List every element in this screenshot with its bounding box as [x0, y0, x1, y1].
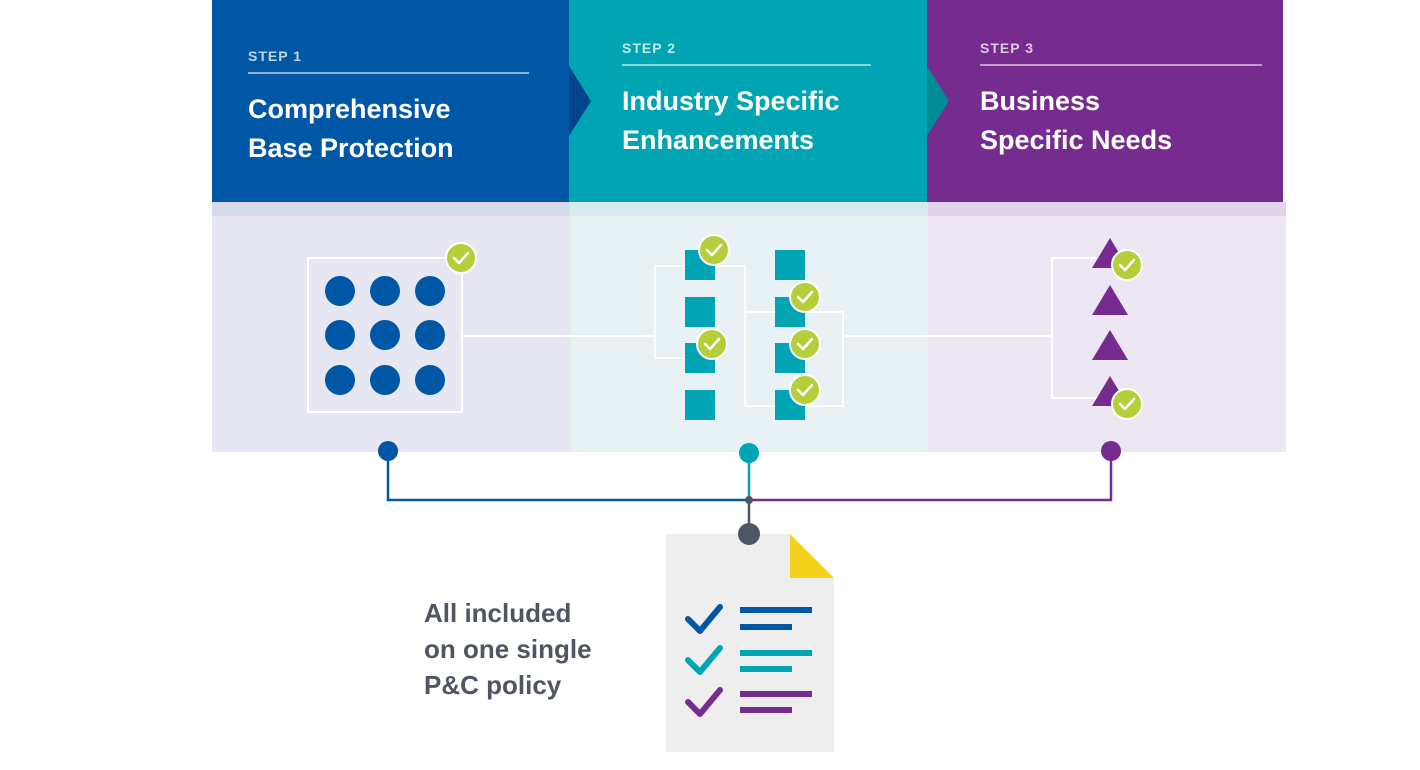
step-2-checkmark-icon-3 — [788, 280, 822, 314]
purple-checkmark-icon — [685, 687, 723, 717]
step-3-panel-band — [928, 202, 1286, 216]
step-3-node — [1101, 441, 1121, 461]
step-1-node — [378, 441, 398, 461]
step-2-checkmark-icon-4 — [788, 327, 822, 361]
step-3-title: Business Specific Needs — [980, 82, 1172, 160]
step-2-title-line-2: Enhancements — [622, 125, 815, 155]
step-1-title-line-2: Base Protection — [248, 133, 454, 163]
step-1-connector-line — [386, 451, 749, 502]
step-1-divider — [248, 72, 529, 74]
step-2-checkmark-icon-2 — [695, 327, 729, 361]
blue-checkmark-icon — [685, 604, 723, 634]
policy-document-icon — [666, 523, 834, 752]
step-3-title-line-2: Specific Needs — [980, 125, 1173, 155]
step-3-title-line-1: Business — [980, 86, 1101, 116]
step-3-header: STEP 3 Business Specific Needs — [927, 0, 1283, 202]
step-2-title-line-1: Industry Specific — [622, 86, 840, 116]
step-2-header: STEP 2 Industry Specific Enhancements — [569, 0, 927, 202]
step-1-checkmark-icon — [444, 241, 478, 275]
step-2-title: Industry Specific Enhancements — [622, 82, 840, 160]
circle-grid-icon — [325, 276, 445, 395]
step-2-checkmark-icon-5 — [788, 373, 822, 407]
step-2-checkmark-icon-1 — [697, 233, 731, 267]
summary-line-3: P&C policy — [424, 670, 562, 700]
step-3-connector-line — [749, 451, 1113, 502]
step-1-arrow-icon — [569, 66, 591, 136]
step-3-label: STEP 3 — [980, 40, 1034, 56]
step-1-header: STEP 1 Comprehensive Base Protection — [212, 0, 569, 202]
junction-node — [745, 496, 753, 504]
step-3-checkmark-icon-1 — [1110, 248, 1144, 282]
summary-line-2: on one single — [424, 634, 592, 664]
step-1-label: STEP 1 — [248, 48, 302, 64]
step-3-panel — [928, 202, 1286, 452]
step-2-panel-band — [570, 202, 928, 216]
summary-text: All included on one single P&C policy — [424, 595, 592, 703]
teal-checkmark-icon — [685, 645, 723, 675]
step-2-arrow-icon — [927, 66, 949, 136]
step-2-label: STEP 2 — [622, 40, 676, 56]
step-1-title-line-1: Comprehensive — [248, 94, 451, 124]
step-3-checkmark-icon-2 — [1110, 387, 1144, 421]
step-2-divider — [622, 64, 871, 66]
step-2-panel — [570, 202, 928, 452]
step-2-node — [739, 443, 759, 463]
step-3-divider — [980, 64, 1262, 66]
step-1-panel-band — [212, 202, 570, 216]
step-1-title: Comprehensive Base Protection — [248, 90, 454, 168]
summary-line-1: All included — [424, 598, 572, 628]
